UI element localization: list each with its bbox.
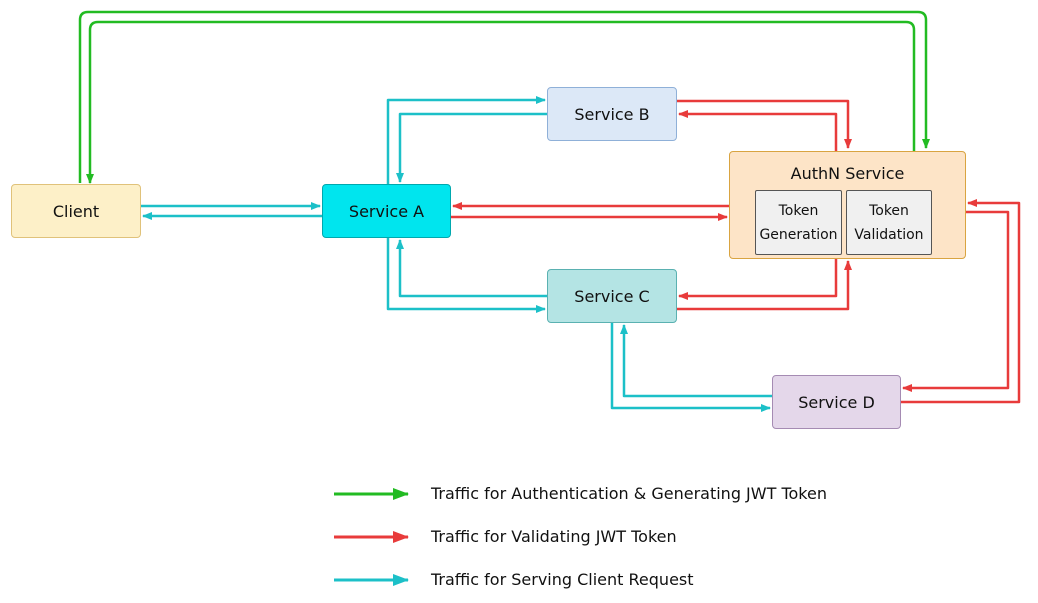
legend-label-auth: Traffic for Authentication & Generating … [431,484,827,503]
service-a-node: Service A [322,184,451,238]
cyan-arrow-service-a-to-service-b [386,96,546,184]
cyan-arrow-service-d-to-service-c [620,324,773,398]
red-arrow-service-b-to-authn [677,99,852,149]
service-d-node: Service D [772,375,901,429]
legend-label-validate: Traffic for Validating JWT Token [431,527,677,546]
red-arrow-service-c-to-authn [677,260,852,311]
cyan-arrow-service-b-to-service-a [396,112,548,183]
client-node: Client [11,184,141,238]
legend-label-client: Traffic for Serving Client Request [431,570,694,589]
cyan-arrow-service-c-to-service-d [610,323,771,412]
token-validation-line2: Validation [854,226,924,243]
cyan-arrow-service-a-to-service-c [386,238,546,313]
red-arrow-authn-to-service-c [678,258,838,300]
red-arrow-service-d-to-authn [901,199,1021,404]
service-b-node: Service B [547,87,677,141]
red-arrow-authn-to-service-d [902,210,1010,392]
token-validation-line1: Token [869,202,909,219]
red-arrow-authn-to-service-b [678,110,838,152]
token-generation-box: Token Generation [755,190,842,255]
token-validation-box: Token Validation [846,190,932,255]
authn-service-node: AuthN Service Token Generation Token Val… [729,151,966,259]
authn-service-title: AuthN Service [790,164,905,183]
green-arrow-client-to-authn [78,10,930,183]
token-generation-line2: Generation [759,226,838,243]
green-arrow-authn-to-client [86,20,916,184]
cyan-arrow-service-c-to-service-a [396,239,548,298]
token-generation-line1: Token [778,202,819,219]
service-c-node: Service C [547,269,677,323]
